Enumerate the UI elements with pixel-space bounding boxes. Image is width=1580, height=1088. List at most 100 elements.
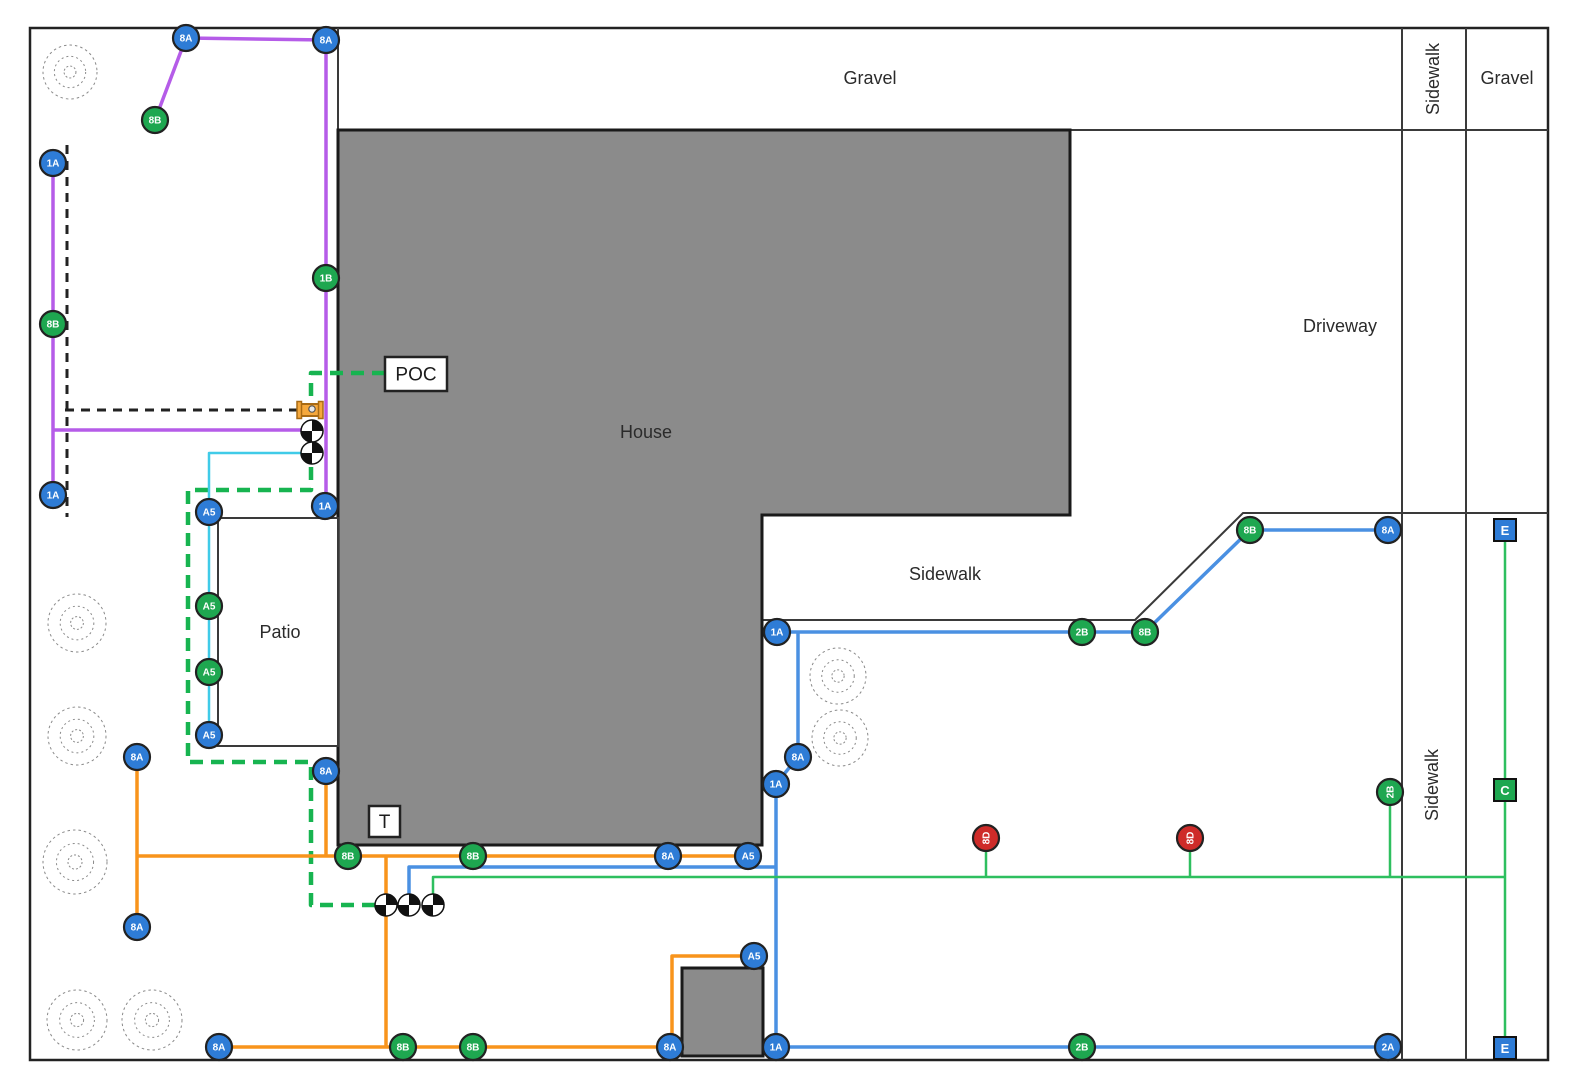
sprinkler-head-8A[interactable]: 8A <box>783 742 813 772</box>
sprinkler-head-1A[interactable]: 1A <box>762 617 792 647</box>
marker-shape <box>761 1032 791 1062</box>
emitter-8D[interactable]: 8D <box>971 823 1001 853</box>
sprinkler-head-A5[interactable]: A5 <box>194 497 224 527</box>
sprinkler-head-8B[interactable]: 8B <box>388 1032 418 1062</box>
timer-box[interactable] <box>367 804 402 839</box>
sprinkler-head-2B[interactable]: 2B <box>1067 617 1097 647</box>
backflow-flange-right <box>317 400 324 420</box>
marker-shape <box>310 491 340 521</box>
marker-C[interactable]: C <box>1493 778 1517 802</box>
area-label-sidewalk-top: Sidewalk <box>1423 42 1443 115</box>
sprinkler-head-8A[interactable]: 8A <box>122 742 152 772</box>
sprinkler-head-1A[interactable]: 1A <box>38 480 68 510</box>
backflow-handle <box>308 405 316 413</box>
marker-shape <box>1067 617 1097 647</box>
marker-shape <box>194 657 224 687</box>
tree-trunk <box>63 65 77 79</box>
pipe-zone-cyan[interactable] <box>207 451 312 735</box>
pipe-zone-blue[interactable] <box>407 865 776 905</box>
pipe-mainline[interactable] <box>185 370 386 908</box>
marker-label: 1A <box>47 159 60 170</box>
marker-E[interactable]: E <box>1493 1036 1517 1060</box>
tree-canopy-inner <box>134 1002 170 1038</box>
sprinkler-head-8A[interactable]: 8A <box>122 912 152 942</box>
sprinkler-head-A5[interactable]: A5 <box>739 941 769 971</box>
tree-trunk <box>831 669 845 683</box>
sprinkler-head-2A[interactable]: 2A <box>1373 1032 1403 1062</box>
tree-canopy-inner <box>55 842 95 882</box>
marker-shape <box>194 720 224 750</box>
sprinkler-head-8B[interactable]: 8B <box>140 105 170 135</box>
backflow-preventer-valve[interactable] <box>296 400 324 420</box>
sprinkler-head-2B[interactable]: 2B <box>1375 777 1405 807</box>
poc-box[interactable] <box>383 355 449 393</box>
sprinkler-head-1A[interactable]: 1A <box>38 148 68 178</box>
sprinkler-head-1A[interactable]: 1A <box>761 769 791 799</box>
marker-label: A5 <box>748 952 761 963</box>
sprinkler-head-8A[interactable]: 8A <box>653 841 683 871</box>
pipe-zone-purple[interactable] <box>153 37 188 121</box>
hardscape-line-sidewalk-driveway-edge <box>762 512 1548 621</box>
tree-canopy-outer <box>47 593 107 653</box>
sprinkler-head-8B[interactable]: 8B <box>458 1032 488 1062</box>
sprinkler-head-8A[interactable]: 8A <box>311 25 341 55</box>
sprinkler-head-8A[interactable]: 8A <box>311 756 341 786</box>
sprinkler-head-A5[interactable]: A5 <box>194 591 224 621</box>
zone-valve[interactable] <box>300 419 324 443</box>
sprinkler-head-8B[interactable]: 8B <box>38 309 68 339</box>
pipe-zone-blue[interactable] <box>777 528 1388 634</box>
sprinkler-head-8B[interactable]: 8B <box>1235 515 1265 545</box>
marker-label: A5 <box>742 852 755 863</box>
sprinkler-head-8A[interactable]: 8A <box>171 23 201 53</box>
area-label-sidewalk-mid: Sidewalk <box>909 564 982 584</box>
tree-canopy-outer <box>811 709 869 767</box>
sprinkler-head-8B[interactable]: 8B <box>458 841 488 871</box>
zone-valve[interactable] <box>374 893 398 917</box>
marker-shape <box>1130 617 1160 647</box>
sprinkler-head-1B[interactable]: 1B <box>311 263 341 293</box>
marker-label: A5 <box>203 508 216 519</box>
sprinkler-head-A5[interactable]: A5 <box>194 657 224 687</box>
marker-label: 8A <box>131 923 144 934</box>
tree-canopy-outer <box>809 647 867 705</box>
tree-trunk <box>144 1012 160 1028</box>
marker-label: 8A <box>1382 526 1395 537</box>
zone-valve[interactable] <box>421 893 445 917</box>
sprinkler-head-A5[interactable]: A5 <box>194 720 224 750</box>
sprinkler-head-8B[interactable]: 8B <box>333 841 363 871</box>
sprinkler-head-8A[interactable]: 8A <box>1373 515 1403 545</box>
emitter-8D[interactable]: 8D <box>1175 823 1205 853</box>
pipe-zone-orange[interactable] <box>670 954 754 1047</box>
marker-shape <box>1373 515 1403 545</box>
marker-shape <box>971 823 1001 853</box>
marker-label: 1A <box>770 780 783 791</box>
zone-valve[interactable] <box>300 441 324 465</box>
marker-shape <box>204 1032 234 1062</box>
marker-E[interactable]: E <box>1493 518 1517 542</box>
tree-trunk <box>69 1012 85 1028</box>
marker-label: 2B <box>1386 786 1397 799</box>
marker-shape <box>458 841 488 871</box>
tree-canopy-inner <box>59 605 95 641</box>
valve-quadrant <box>375 905 386 916</box>
area-label-sidewalk-right: Sidewalk <box>1422 748 1442 821</box>
marker-shape <box>762 617 792 647</box>
marker-shape <box>1375 777 1405 807</box>
marker-label: 8D <box>982 832 993 845</box>
sprinkler-head-8A[interactable]: 8A <box>204 1032 234 1062</box>
sprinkler-head-2B[interactable]: 2B <box>1067 1032 1097 1062</box>
marker-label: 8A <box>662 852 675 863</box>
marker-label: 2A <box>1382 1043 1395 1054</box>
sprinkler-head-A5[interactable]: A5 <box>733 841 763 871</box>
sprinkler-head-8A[interactable]: 8A <box>655 1032 685 1062</box>
marker-shape <box>1175 823 1205 853</box>
house-footprint <box>336 128 1072 847</box>
sprinkler-head-1A[interactable]: 1A <box>310 491 340 521</box>
valve-quadrant <box>422 905 433 916</box>
zone-valve[interactable] <box>397 893 421 917</box>
sprinkler-head-1A[interactable]: 1A <box>761 1032 791 1062</box>
marker-label: 8A <box>320 36 333 47</box>
sprinkler-head-8B[interactable]: 8B <box>1130 617 1160 647</box>
marker-label: 1A <box>770 1043 783 1054</box>
marker-shape <box>739 941 769 971</box>
